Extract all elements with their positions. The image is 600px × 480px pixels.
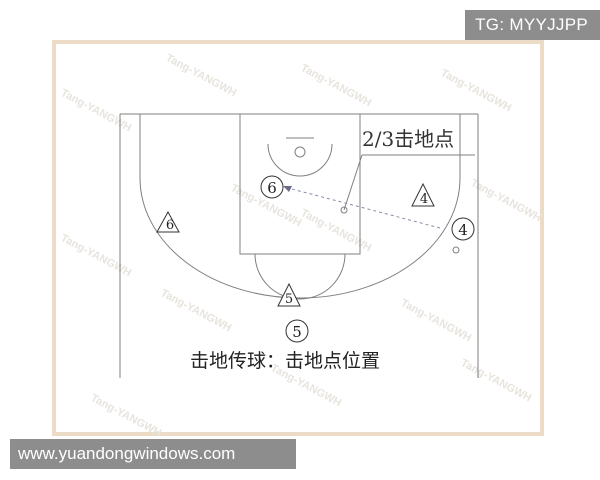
faint-watermark: Tang-YANGWH <box>159 287 234 334</box>
faint-watermark: Tang-YANGWH <box>59 232 134 279</box>
player-4-circle-label: 4 <box>458 221 468 239</box>
faint-watermark: Tang-YANGWH <box>439 67 514 114</box>
faint-watermark: Tang-YANGWH <box>469 177 544 224</box>
faint-watermark: Tang-YANGWH <box>59 87 134 134</box>
faint-watermark: Tang-YANGWH <box>89 392 164 439</box>
site-url-tag: www.yuandongwindows.com <box>10 439 296 469</box>
faint-watermarks: Tang-YANGWH Tang-YANGWH Tang-YANGWH Tang… <box>59 52 544 439</box>
court-lines <box>119 113 479 378</box>
offense-labels: 6 4 5 <box>267 179 468 341</box>
offense-players <box>260 175 475 343</box>
callout-leader <box>343 154 363 211</box>
watermark-tag: TG: MYYJJPP <box>465 10 600 40</box>
diagram-caption: 击地传球：击地点位置 <box>190 350 380 372</box>
faint-watermark: Tang-YANGWH <box>299 62 374 109</box>
ball-marker <box>452 246 460 254</box>
faint-watermark: Tang-YANGWH <box>399 297 474 344</box>
player-6-circle-label: 6 <box>267 179 277 197</box>
player-6-circle <box>260 175 284 199</box>
player-5-triangle-label: 5 <box>285 292 293 307</box>
faint-watermark: Tang-YANGWH <box>459 357 534 404</box>
basket-rim <box>294 146 306 158</box>
pass-path <box>283 186 460 254</box>
player-6-triangle-label: 6 <box>166 218 174 233</box>
bounce-point-marker <box>340 206 348 214</box>
pass-line <box>287 187 441 229</box>
player-5-circle <box>285 319 309 343</box>
player-4-circle <box>451 217 475 241</box>
callout-label: 2/3击地点 <box>362 127 454 151</box>
paint-lane <box>239 113 361 255</box>
defense-players <box>156 182 435 307</box>
player-5-triangle <box>277 282 301 307</box>
player-4-triangle <box>411 182 435 207</box>
defense-labels: 6 4 5 <box>166 192 428 307</box>
three-point-arc <box>139 177 461 299</box>
free-throw-circle-bottom <box>254 253 346 300</box>
player-5-circle-label: 5 <box>292 323 302 341</box>
pass-arrowhead <box>283 186 292 192</box>
player-4-triangle-label: 4 <box>420 192 428 207</box>
faint-watermark: Tang-YANGWH <box>299 207 374 254</box>
restricted-area-arc <box>267 143 333 177</box>
faint-watermark: Tang-YANGWH <box>164 52 239 99</box>
player-6-triangle <box>156 210 180 233</box>
